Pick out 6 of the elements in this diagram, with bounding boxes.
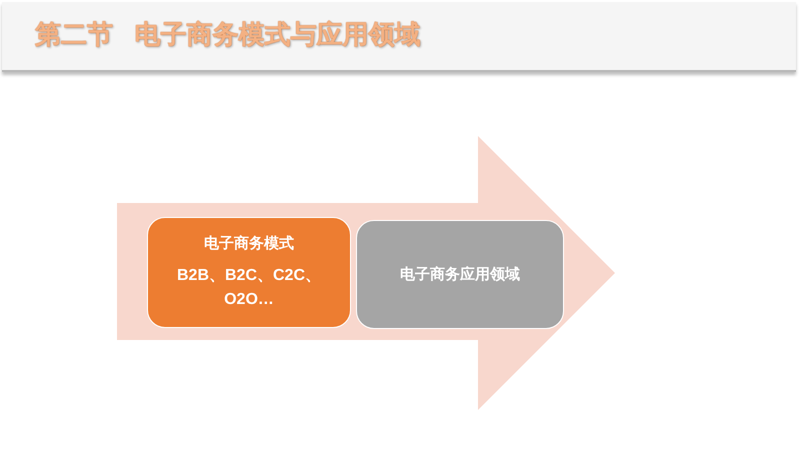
process-box: [147, 217, 351, 328]
slide-title: 第二节 电子商务模式与应用领域: [35, 18, 421, 51]
box-heading: 电子商务模式: [204, 234, 294, 254]
box-text: B2B、B2C、C2C、O2O…: [176, 266, 322, 310]
box-label: 电子商务应用领域: [400, 264, 520, 284]
process-box: [356, 220, 564, 329]
